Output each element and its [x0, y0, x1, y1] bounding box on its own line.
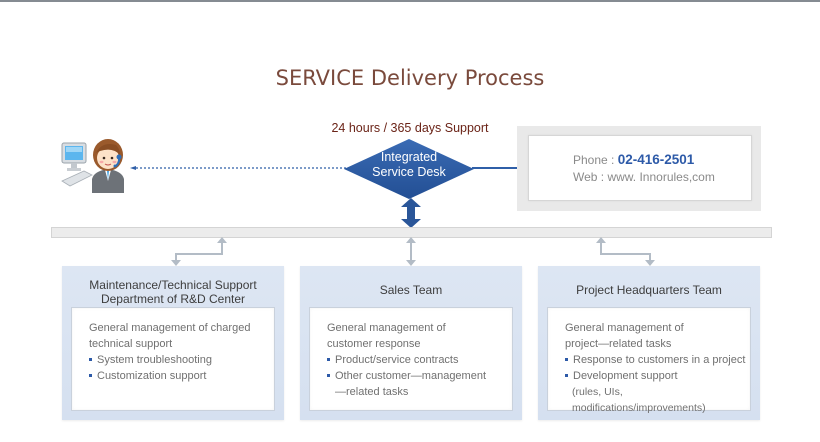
web-value: www. Innorules,com — [607, 170, 715, 184]
top-border-line — [0, 0, 820, 2]
bullet-icon — [89, 358, 92, 361]
bullet-icon — [89, 374, 92, 377]
connector-arrow-team-3 — [596, 237, 655, 266]
team-desc-line1: General management of — [565, 322, 684, 334]
phone-label: Phone : — [573, 153, 618, 167]
web-row: Web : www. Innorules,com — [573, 170, 715, 184]
bullet-continuation: —related tasks — [335, 386, 409, 398]
team-title: Project Headquarters Team — [538, 283, 760, 297]
team-description-box: General management of project—related ta… — [547, 307, 751, 414]
team-bullet-item: System troubleshooting — [89, 352, 275, 368]
phone-row: Phone : 02-416-2501 — [573, 152, 694, 167]
team-description-box: General management of charged technical … — [71, 307, 275, 411]
service-desk-line2: Service Desk — [372, 165, 446, 179]
team-bullet-item: Customization support — [89, 368, 275, 384]
phone-value: 02-416-2501 — [617, 152, 695, 167]
web-label: Web : — [573, 170, 608, 184]
dotted-connector-arrow — [130, 166, 350, 170]
service-desk-line1: Integrated — [380, 150, 438, 164]
team-desc-line1: General management of charged — [89, 322, 251, 334]
team-title-line1: Project Headquarters Team — [576, 283, 722, 297]
bullet-icon — [327, 358, 330, 361]
team-description-box: General management of customer response … — [309, 307, 513, 411]
bullet-icon — [565, 374, 568, 377]
contact-box: Phone : 02-416-2501 Web : www. Innorules… — [528, 135, 752, 201]
bullet-icon — [327, 374, 330, 377]
team-panel-maintenance: Maintenance/Technical Support Department… — [62, 266, 284, 420]
bidirectional-arrow-icon — [401, 198, 421, 228]
team-title: Maintenance/Technical Support Department… — [62, 278, 284, 306]
connector-arrow-team-2 — [406, 237, 416, 266]
team-desc-line1: General management of — [327, 322, 446, 334]
team-title: Sales Team — [300, 283, 522, 297]
bullet-continuation: (rules, UIs, modifications/improvements) — [572, 386, 706, 414]
bullet-text: Product/service contracts — [335, 354, 459, 366]
customer-agent-at-computer-icon — [61, 139, 124, 193]
team-bullet-item: Other customer—management — [327, 368, 513, 384]
bullet-text: Customization support — [97, 370, 207, 382]
bullet-text: Development support — [573, 370, 678, 382]
team-bullet-item: Response to customers in a project — [565, 352, 751, 368]
team-title-line1: Maintenance/Technical Support — [89, 278, 257, 292]
bullet-icon — [565, 358, 568, 361]
team-title-line2: Department of R&D Center — [100, 292, 246, 306]
page-title: SERVICE Delivery Process — [275, 66, 545, 90]
distribution-bar — [51, 227, 772, 238]
team-desc-line2: customer response — [327, 338, 421, 350]
bullet-text: System troubleshooting — [97, 354, 212, 366]
team-desc-line2: technical support — [89, 338, 173, 350]
team-desc-line2: project—related tasks — [565, 338, 672, 350]
connector-arrow-team-1 — [171, 237, 227, 266]
team-panel-sales: Sales Team General management of custome… — [300, 266, 522, 420]
bullet-text: Other customer—management — [335, 370, 487, 382]
support-hours-label: 24 hours / 365 days Support — [331, 121, 489, 135]
team-title-line1: Sales Team — [379, 283, 443, 297]
bullet-text: Response to customers in a project — [573, 354, 746, 366]
service-desk-diamond-icon — [344, 139, 474, 199]
service-desk-label: Integrated Service Desk — [343, 150, 475, 180]
team-bullet-item: Development support — [565, 368, 751, 384]
team-bullet-item: Product/service contracts — [327, 352, 513, 368]
desk-to-contact-line — [472, 167, 518, 169]
team-panel-project-hq: Project Headquarters Team General manage… — [538, 266, 760, 420]
